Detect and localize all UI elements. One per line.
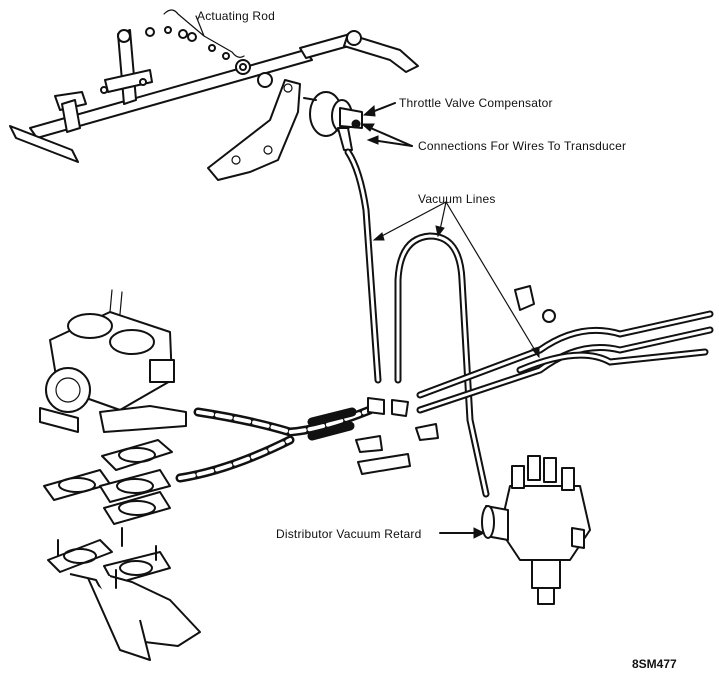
label-vacuum-lines: Vacuum Lines xyxy=(418,192,496,206)
label-connections-for-wires: Connections For Wires To Transducer xyxy=(418,139,626,153)
vacuum-lines xyxy=(175,148,714,498)
figure-code: 8SM477 xyxy=(632,657,677,671)
carburetor xyxy=(39,289,187,433)
callout-lines xyxy=(163,9,540,539)
gaskets xyxy=(43,439,173,525)
label-distributor-vacuum-retard: Distributor Vacuum Retard xyxy=(276,527,422,541)
label-actuating-rod: Actuating Rod xyxy=(197,9,275,23)
throttle-linkage xyxy=(9,26,419,163)
distributor xyxy=(481,455,591,605)
intake-manifold xyxy=(47,527,201,661)
label-throttle-valve-compensator: Throttle Valve Compensator xyxy=(399,96,553,110)
compensator-bracket xyxy=(207,79,301,181)
throttle-valve-compensator xyxy=(303,91,363,151)
